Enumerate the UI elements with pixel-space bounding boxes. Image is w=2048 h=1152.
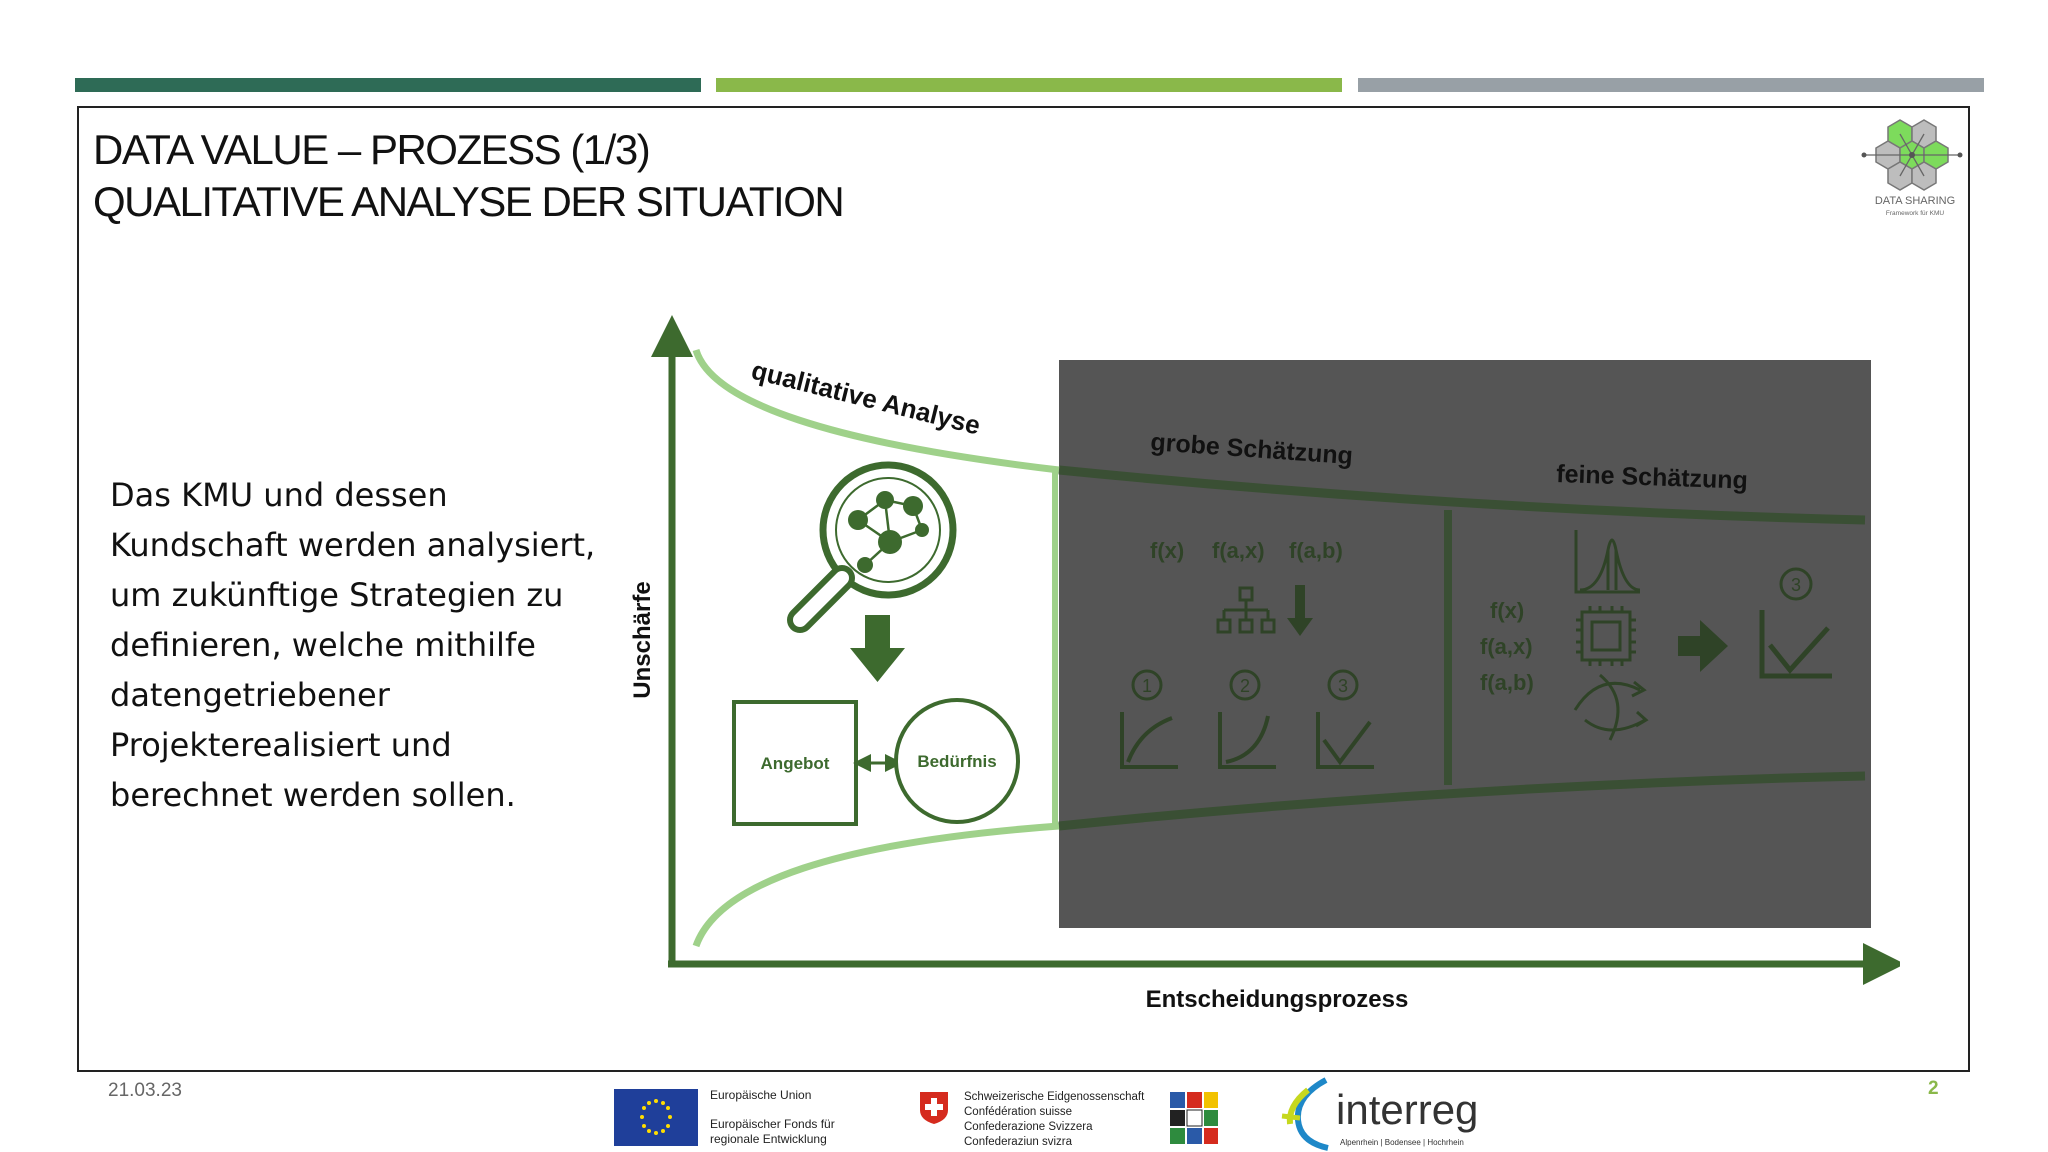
eu-funding-text: Europäische Union Europäischer Fonds für… xyxy=(710,1088,880,1147)
formula-fx: f(x) xyxy=(1150,538,1184,563)
future-phases-overlay xyxy=(1059,360,1871,928)
step-number-2: 2 xyxy=(1240,676,1250,696)
step-number-3-fine: 3 xyxy=(1791,575,1801,595)
growth-chart-icon xyxy=(1218,712,1276,769)
swiss-confederation-text: Schweizerische Eidgenossenschaft Confédé… xyxy=(964,1090,1164,1150)
formula-fax-fine: f(a,x) xyxy=(1480,634,1533,659)
ch-line4: Confederaziun svizra xyxy=(964,1136,1073,1148)
data-sharing-logo: DATA SHARING Framework für KMU xyxy=(1861,119,1963,217)
accent-bar-light-green xyxy=(716,78,1342,92)
y-axis-label: Unschärfe xyxy=(629,581,656,698)
slide-title: DATA VALUE – PROZESS (1/3) QUALITATIVE A… xyxy=(93,124,845,228)
step-marker-3-fine xyxy=(1779,567,1813,601)
decision-process-diagram: Unschärfe Entscheidungsprozess qualitati… xyxy=(629,315,1900,1013)
logo-text-line2: Framework für KMU xyxy=(1886,210,1944,217)
page-number: 2 xyxy=(1928,1078,1939,1099)
ch-line2: Confédération suisse xyxy=(964,1106,1073,1118)
phase-label-fine: feine Schätzung xyxy=(1556,460,1749,495)
processor-chip-icon xyxy=(1576,606,1636,666)
ch-line1: Schweizerische Eidgenossenschaft xyxy=(964,1091,1145,1103)
formula-fab: f(a,b) xyxy=(1289,538,1343,563)
angebot-label: Angebot xyxy=(761,754,830,773)
beduerfnis-circle xyxy=(894,698,1020,824)
network-magnifier-icon xyxy=(787,461,957,633)
footer-date: 21.03.23 xyxy=(108,1080,182,1101)
step-number-1: 1 xyxy=(1142,676,1152,696)
logo-text-line1: DATA SHARING xyxy=(1875,195,1955,207)
down-arrow-icon xyxy=(850,615,905,682)
beduerfnis-label: Bedürfnis xyxy=(917,752,996,771)
eu-stars xyxy=(640,1099,672,1135)
step-marker-1 xyxy=(1131,669,1163,701)
angebot-box xyxy=(732,700,858,826)
funnel-upper-dark xyxy=(1058,465,1866,525)
swiss-cross-logo xyxy=(920,1092,948,1124)
funnel-upper-light xyxy=(692,348,1060,474)
x-axis-label: Entscheidungsprozess xyxy=(1146,986,1409,1013)
formula-fx-fine: f(x) xyxy=(1490,598,1524,623)
slide-frame xyxy=(77,106,1970,1072)
accent-bar-dark-green xyxy=(75,78,701,92)
hierarchy-icon xyxy=(1216,586,1276,634)
interreg-wordmark: interreg xyxy=(1336,1086,1479,1133)
step-number-3: 3 xyxy=(1338,676,1348,696)
slide-title-line1: DATA VALUE – PROZESS (1/3) xyxy=(93,126,651,173)
growth-chart-icon xyxy=(1120,712,1178,769)
eu-flag-logo xyxy=(614,1089,698,1146)
formula-fab-fine: f(a,b) xyxy=(1480,670,1534,695)
formula-fax: f(a,x) xyxy=(1212,538,1265,563)
interreg-logo-mark xyxy=(1281,1077,1329,1151)
funnel-lower-dark xyxy=(1058,771,1866,831)
funnel-lower-light xyxy=(692,822,1060,948)
growth-chart-large-icon xyxy=(1759,610,1832,679)
step-marker-2 xyxy=(1229,669,1261,701)
growth-chart-icon xyxy=(1316,712,1374,769)
accent-bar-gray xyxy=(1358,78,1984,92)
phase-label-qualitative: qualitative Analyse xyxy=(749,355,984,441)
ch-line3: Confederazione Svizzera xyxy=(964,1121,1093,1133)
interreg-subtitle: Alpenrhein | Bodensee | Hochrhein xyxy=(1340,1138,1464,1147)
distribution-curve-icon xyxy=(1574,530,1641,594)
down-arrow-small-icon xyxy=(1287,585,1313,636)
eu-line3: regionale Entwicklung xyxy=(710,1132,827,1146)
cantonal-crests-logo xyxy=(1170,1092,1218,1144)
eu-line2: Europäischer Fonds für xyxy=(710,1117,835,1131)
step-marker-3 xyxy=(1327,669,1359,701)
slide-body-text: Das KMU und dessen Kundschaft werden ana… xyxy=(110,476,596,814)
eu-line1: Europäische Union xyxy=(710,1088,812,1102)
iteration-arrows-icon xyxy=(1573,673,1649,741)
slide-title-line2: QUALITATIVE ANALYSE DER SITUATION xyxy=(93,178,845,225)
right-arrow-icon xyxy=(1678,620,1728,672)
